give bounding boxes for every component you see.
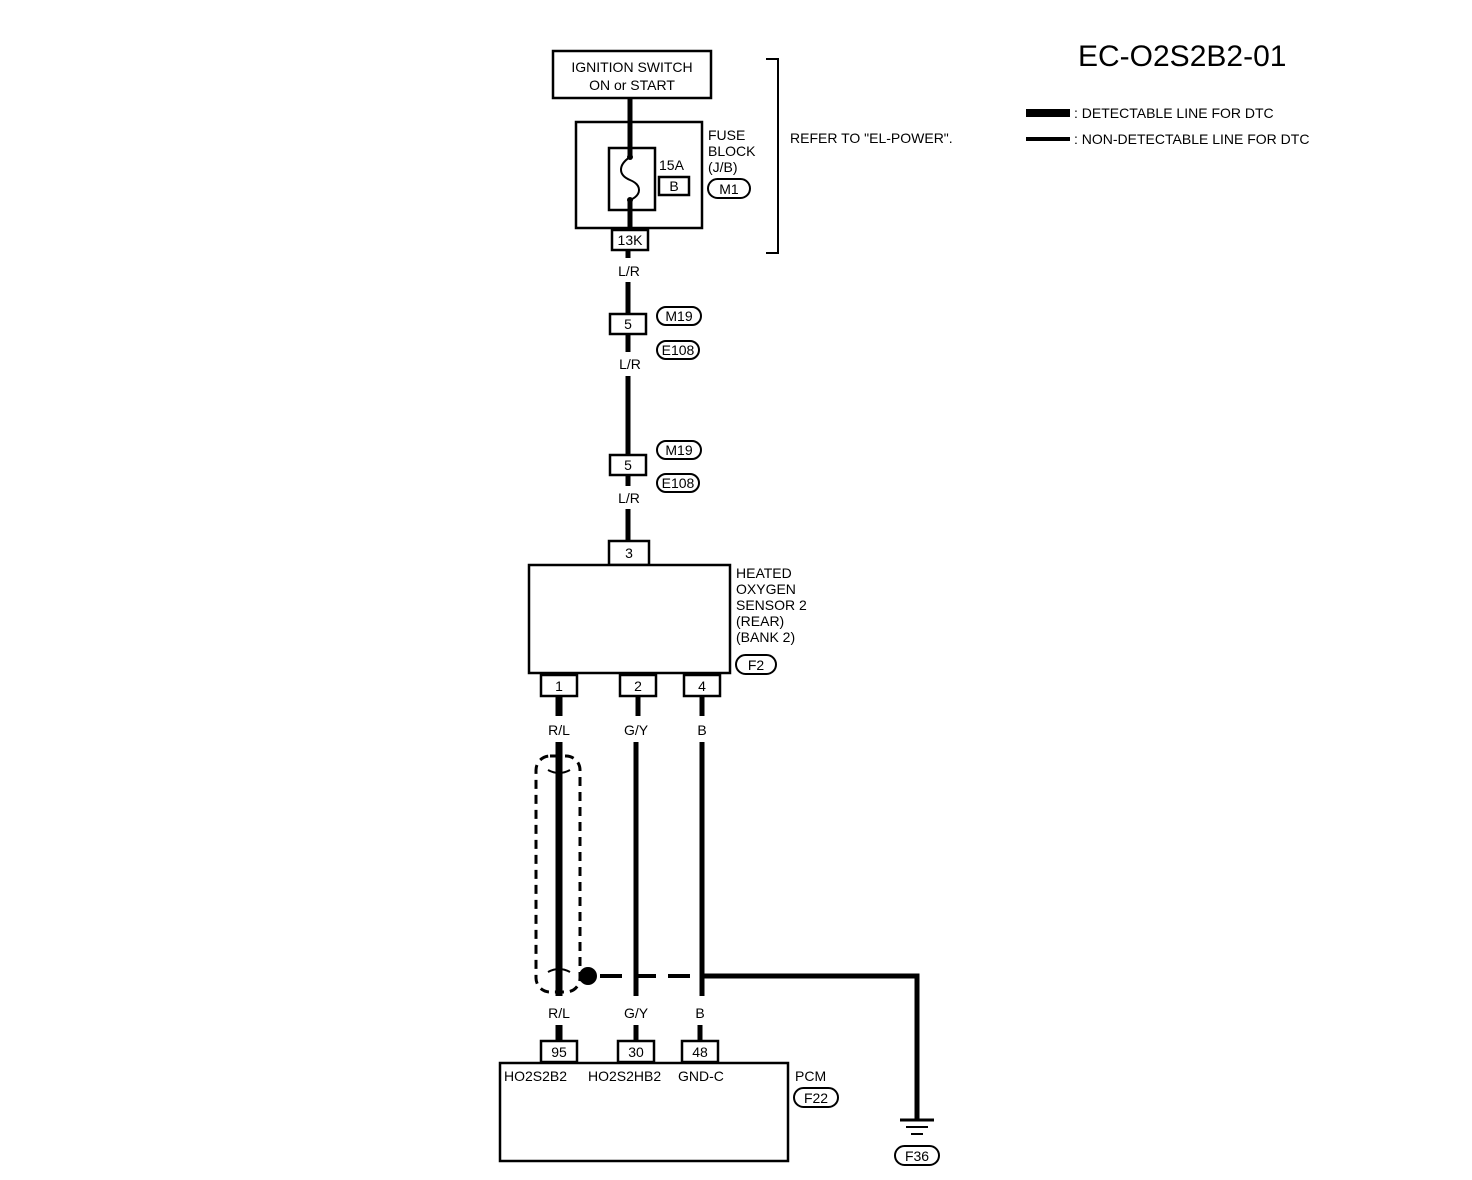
pcm-connector: F22 — [804, 1090, 828, 1106]
sensor-label-1: HEATED — [736, 565, 792, 581]
wire-color-rl-bottom: R/L — [548, 1005, 570, 1021]
shield-drain-joint — [579, 967, 597, 985]
joint-1-connector-a: M19 — [665, 308, 692, 324]
wire-color-gy-top: G/Y — [624, 722, 649, 738]
joint-2-pin: 5 — [624, 457, 632, 473]
ground-connector: F36 — [905, 1148, 929, 1164]
sensor-label-3: SENSOR 2 — [736, 597, 807, 613]
fuse-block-label-2: BLOCK — [708, 143, 756, 159]
sensor-connector: F2 — [748, 657, 765, 673]
diagram-code: EC-O2S2B2-01 — [1078, 40, 1286, 73]
joint-1-connector-b: E108 — [662, 342, 695, 358]
shielded-wire — [534, 754, 702, 994]
sensor-label-4: (REAR) — [736, 613, 784, 629]
pcm-terminal-gnd-c: GND-C — [678, 1068, 724, 1084]
heated-oxygen-sensor: 3 HEATED OXYGEN SENSOR 2 (REAR) (BANK 2)… — [527, 539, 807, 698]
fuse-icon — [620, 156, 640, 201]
legend-non-detectable-label: : NON-DETECTABLE LINE FOR DTC — [1074, 131, 1309, 147]
wire-color-b-bottom: B — [695, 1005, 704, 1021]
ground-circuit: F36 — [702, 973, 940, 1166]
fuse-rating: 15A — [659, 157, 685, 173]
fuse-id: B — [669, 178, 678, 194]
sensor-label-5: (BANK 2) — [736, 629, 795, 645]
ignition-switch-label-1: IGNITION SWITCH — [571, 59, 692, 75]
wire-color-rl-top: R/L — [548, 722, 570, 738]
wire-color-lr-1: L/R — [618, 263, 640, 279]
wire-color-lr-3: L/R — [618, 490, 640, 506]
power-reference: REFER TO "EL-POWER". — [766, 58, 953, 254]
pcm: 95 30 48 HO2S2B2 HO2S2HB2 GND-C PCM F22 — [498, 1039, 839, 1163]
sensor-pin-3: 3 — [625, 545, 633, 561]
fuse-block-label-3: (J/B) — [708, 159, 738, 175]
sensor-label-2: OXYGEN — [736, 581, 796, 597]
wire-color-gy-bottom: G/Y — [624, 1005, 649, 1021]
pcm-pin-95: 95 — [551, 1044, 567, 1060]
fuse-terminal-13k: 13K — [618, 232, 644, 248]
pcm-terminal-ho2s2b2: HO2S2B2 — [504, 1068, 567, 1084]
joint-connector-1: 5 M19 E108 — [608, 306, 702, 360]
sensor-pin-4: 4 — [698, 678, 706, 694]
wire-color-lr-2: L/R — [619, 356, 641, 372]
sensor-pin-2: 2 — [634, 678, 642, 694]
pcm-label: PCM — [795, 1068, 826, 1084]
pcm-pin-30: 30 — [628, 1044, 644, 1060]
ignition-switch-label-2: ON or START — [589, 77, 675, 93]
refer-label: REFER TO "EL-POWER". — [790, 130, 953, 146]
joint-1-pin: 5 — [624, 316, 632, 332]
pcm-terminal-ho2s2hb2: HO2S2HB2 — [588, 1068, 661, 1084]
fuse-block: 15A B FUSE BLOCK (J/B) M1 13K — [574, 98, 756, 252]
fuse-block-connector: M1 — [719, 181, 739, 197]
fuse-block-label-1: FUSE — [708, 127, 745, 143]
wire-color-b-top: B — [697, 722, 706, 738]
joint-connector-2: 5 M19 E108 — [608, 440, 702, 493]
sensor-pin-1: 1 — [555, 678, 563, 694]
joint-2-connector-b: E108 — [662, 475, 695, 491]
legend-detectable-label: : DETECTABLE LINE FOR DTC — [1074, 105, 1274, 121]
pcm-pin-48: 48 — [692, 1044, 708, 1060]
legend: : DETECTABLE LINE FOR DTC : NON-DETECTAB… — [1026, 105, 1309, 147]
ignition-switch: IGNITION SWITCH ON or START — [551, 49, 713, 100]
joint-2-connector-a: M19 — [665, 442, 692, 458]
